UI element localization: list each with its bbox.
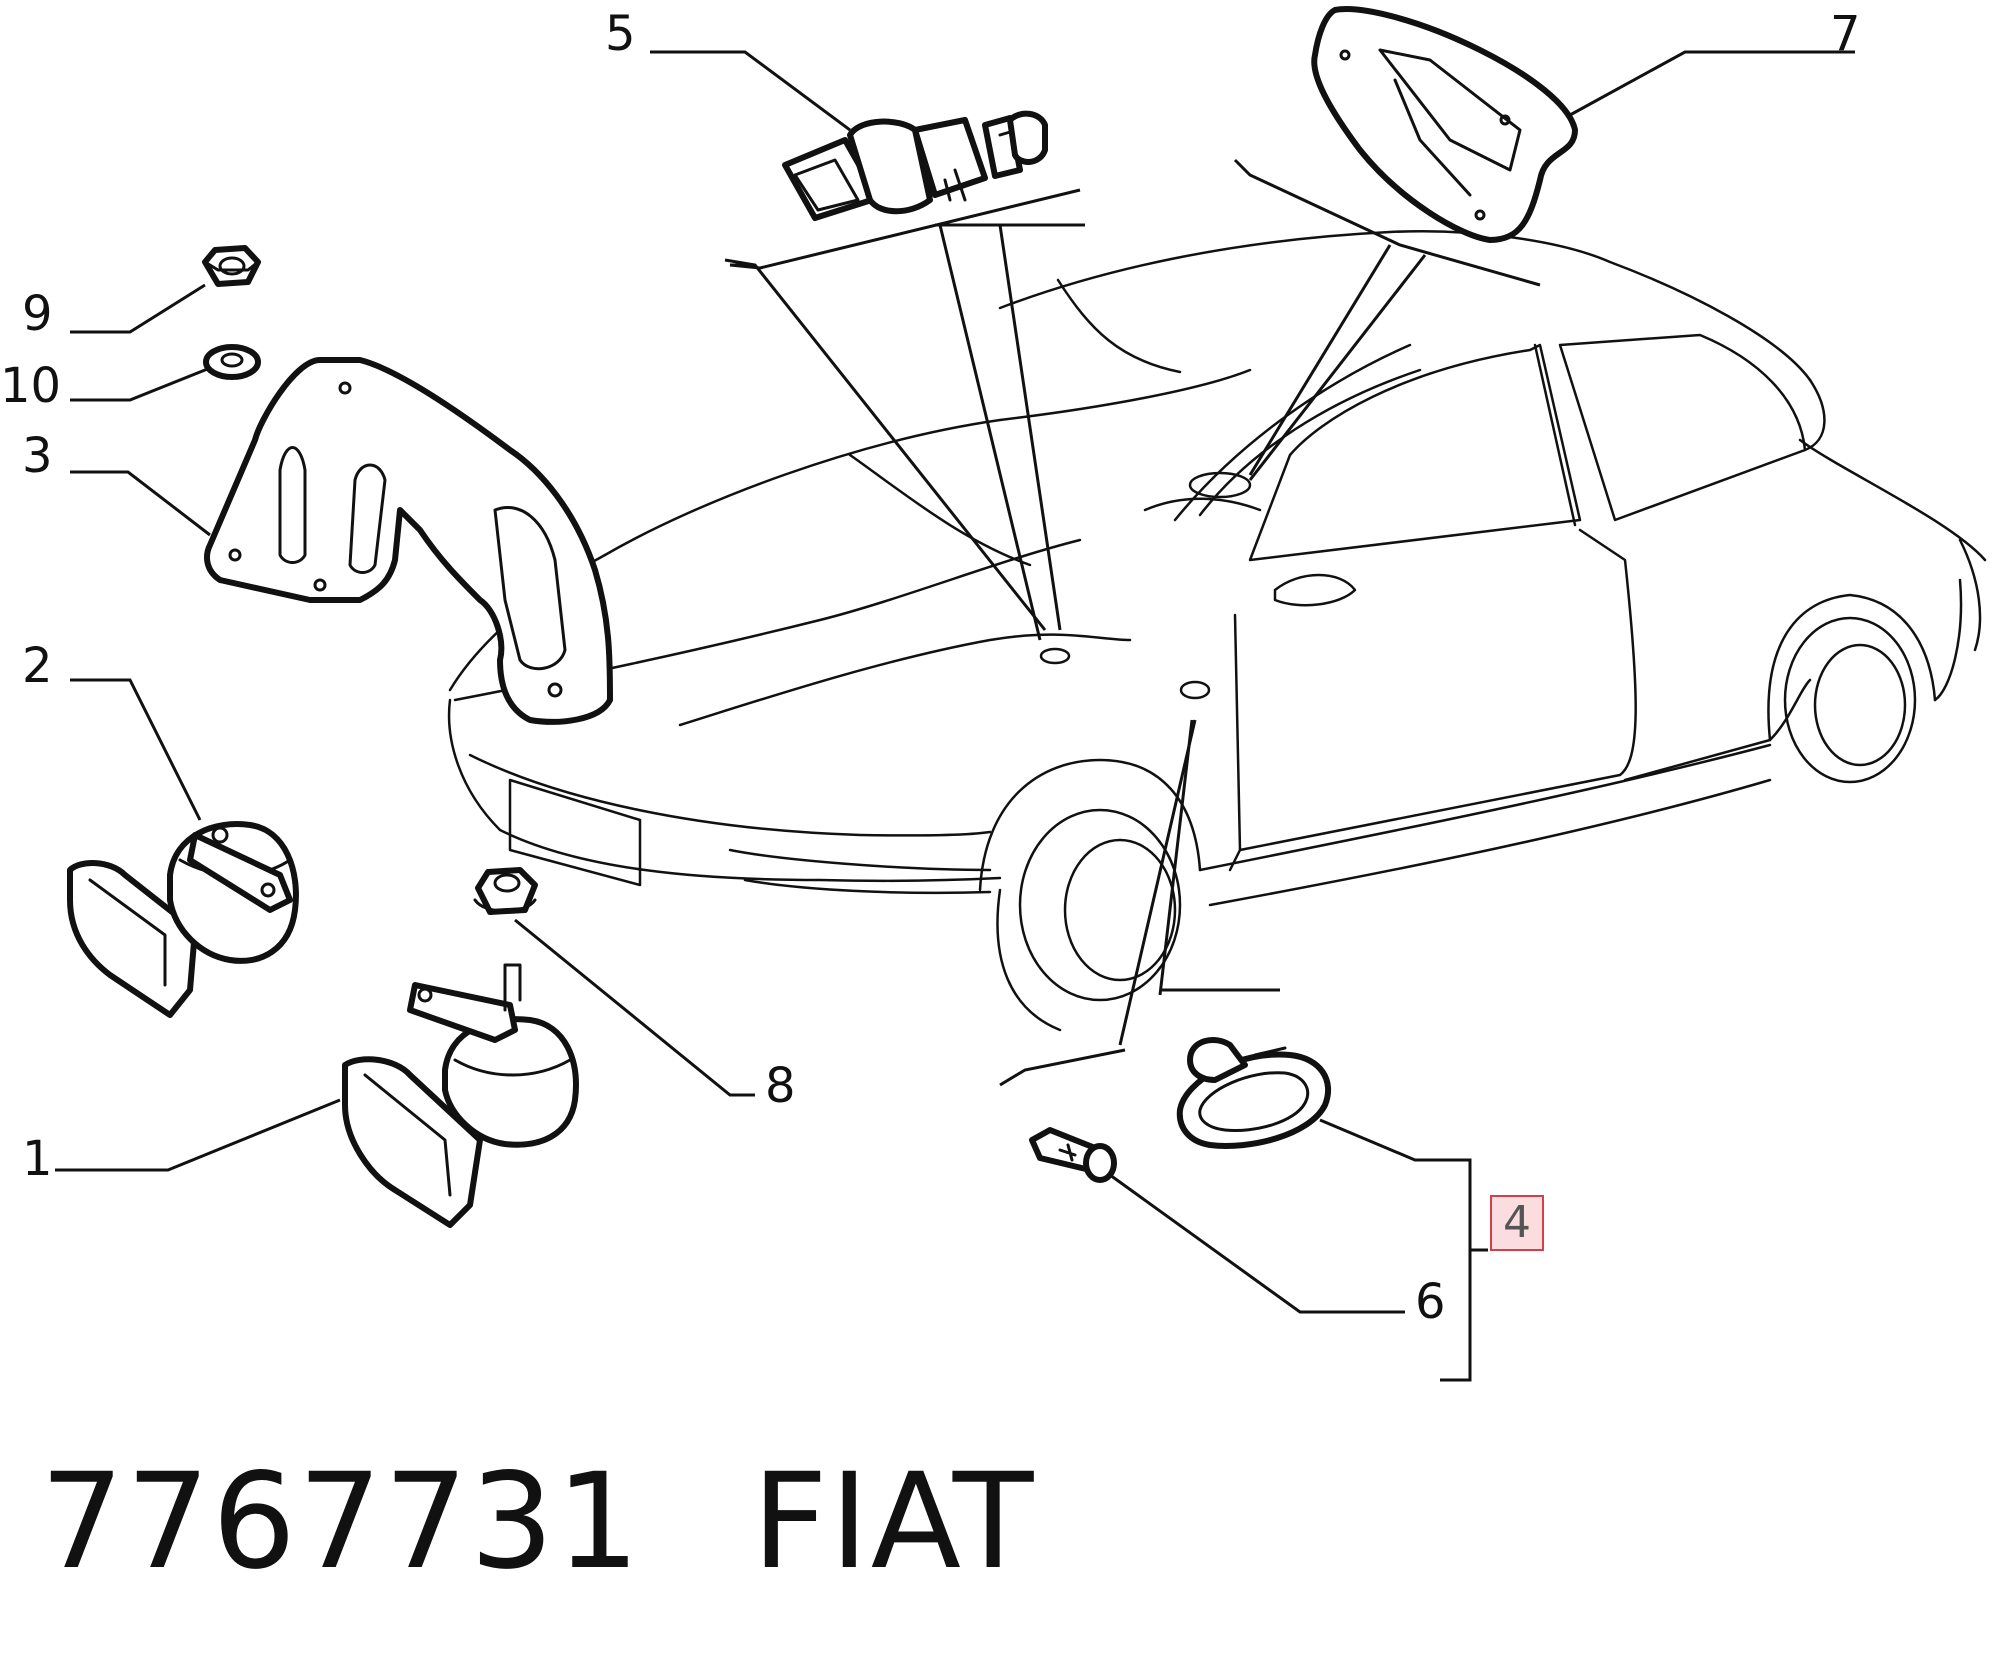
part-3-bracket (204, 357, 613, 725)
callout-3: 3 (22, 428, 53, 484)
part-number: 7767731 (40, 1445, 642, 1599)
callout-10: 10 (0, 358, 61, 414)
callout-6: 6 (1415, 1274, 1446, 1330)
part-1-horn (342, 963, 579, 1228)
callout-7: 7 (1830, 6, 1861, 62)
callout-5: 5 (605, 6, 636, 62)
callout-4-highlight[interactable]: 4 (1490, 1195, 1544, 1251)
part-5-switch (782, 110, 1048, 221)
footer: 7767731 FIAT (40, 1445, 1145, 1599)
part-10-washer (203, 344, 261, 380)
car-outline (447, 229, 1987, 1032)
part-9-nut (202, 245, 261, 287)
part-8-nut (473, 867, 538, 915)
callout-1: 1 (22, 1131, 53, 1187)
part-7-cover (1311, 6, 1578, 243)
part-4-indicator (1176, 1037, 1332, 1149)
part-2-horn (67, 821, 299, 1018)
callout-4: 4 (1503, 1197, 1531, 1248)
part-6-bulb (1029, 1127, 1117, 1183)
callout-2: 2 (22, 638, 53, 694)
callout-8: 8 (765, 1058, 796, 1114)
callout-numbers: 5 7 9 10 3 2 1 8 6 (0, 6, 1861, 1330)
leader-lines (55, 50, 1855, 1382)
brand-name: FIAT (751, 1445, 1036, 1599)
callout-9: 9 (22, 286, 53, 342)
